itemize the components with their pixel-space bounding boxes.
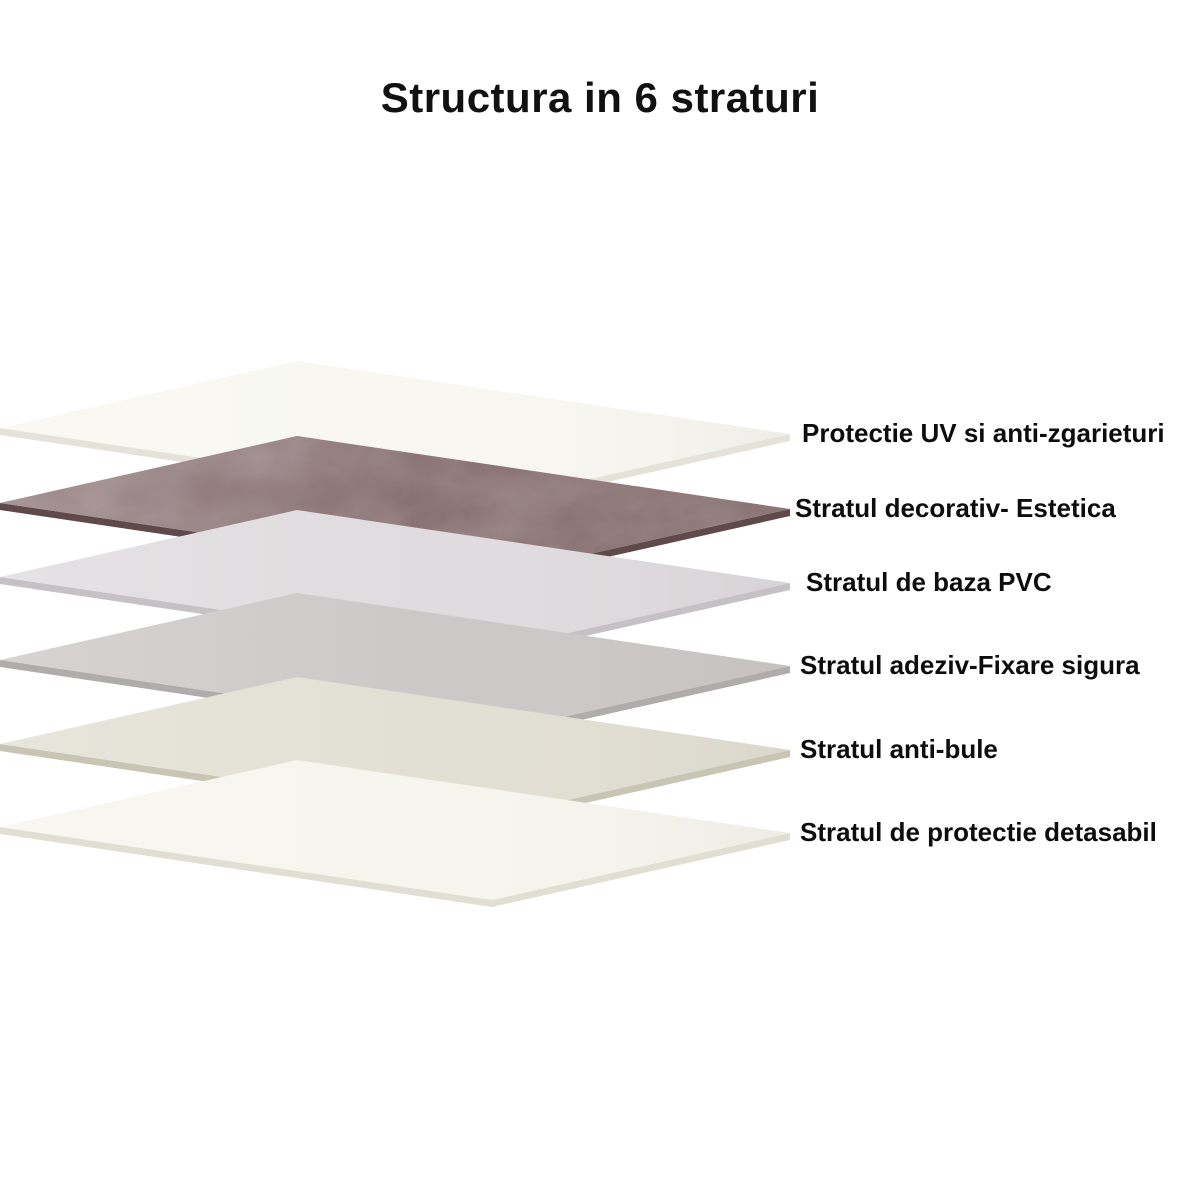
- layer-1-sheen: [0, 361, 790, 501]
- layer-6: [0, 760, 790, 907]
- diagram-title: Structura in 6 straturi: [380, 74, 820, 121]
- layer-2-sheen: [0, 436, 790, 576]
- layer-label-2: Stratul decorativ- Estetica: [795, 493, 1116, 523]
- layer-6-edge: [0, 827, 790, 907]
- layer-label-3: Stratul de baza PVC: [806, 567, 1052, 597]
- layer-label-1: Protectie UV si anti-zgarieturi: [802, 418, 1165, 448]
- layer-3-sheen: [0, 510, 790, 650]
- layer-4-sheen: [0, 593, 790, 733]
- layer-6-sheen: [0, 760, 790, 900]
- layer-label-6: Stratul de protectie detasabil: [800, 817, 1157, 847]
- layer-label-5: Stratul anti-bule: [800, 734, 998, 764]
- layer-label-4: Stratul adeziv-Fixare sigura: [800, 650, 1140, 680]
- layer-5-sheen: [0, 677, 790, 817]
